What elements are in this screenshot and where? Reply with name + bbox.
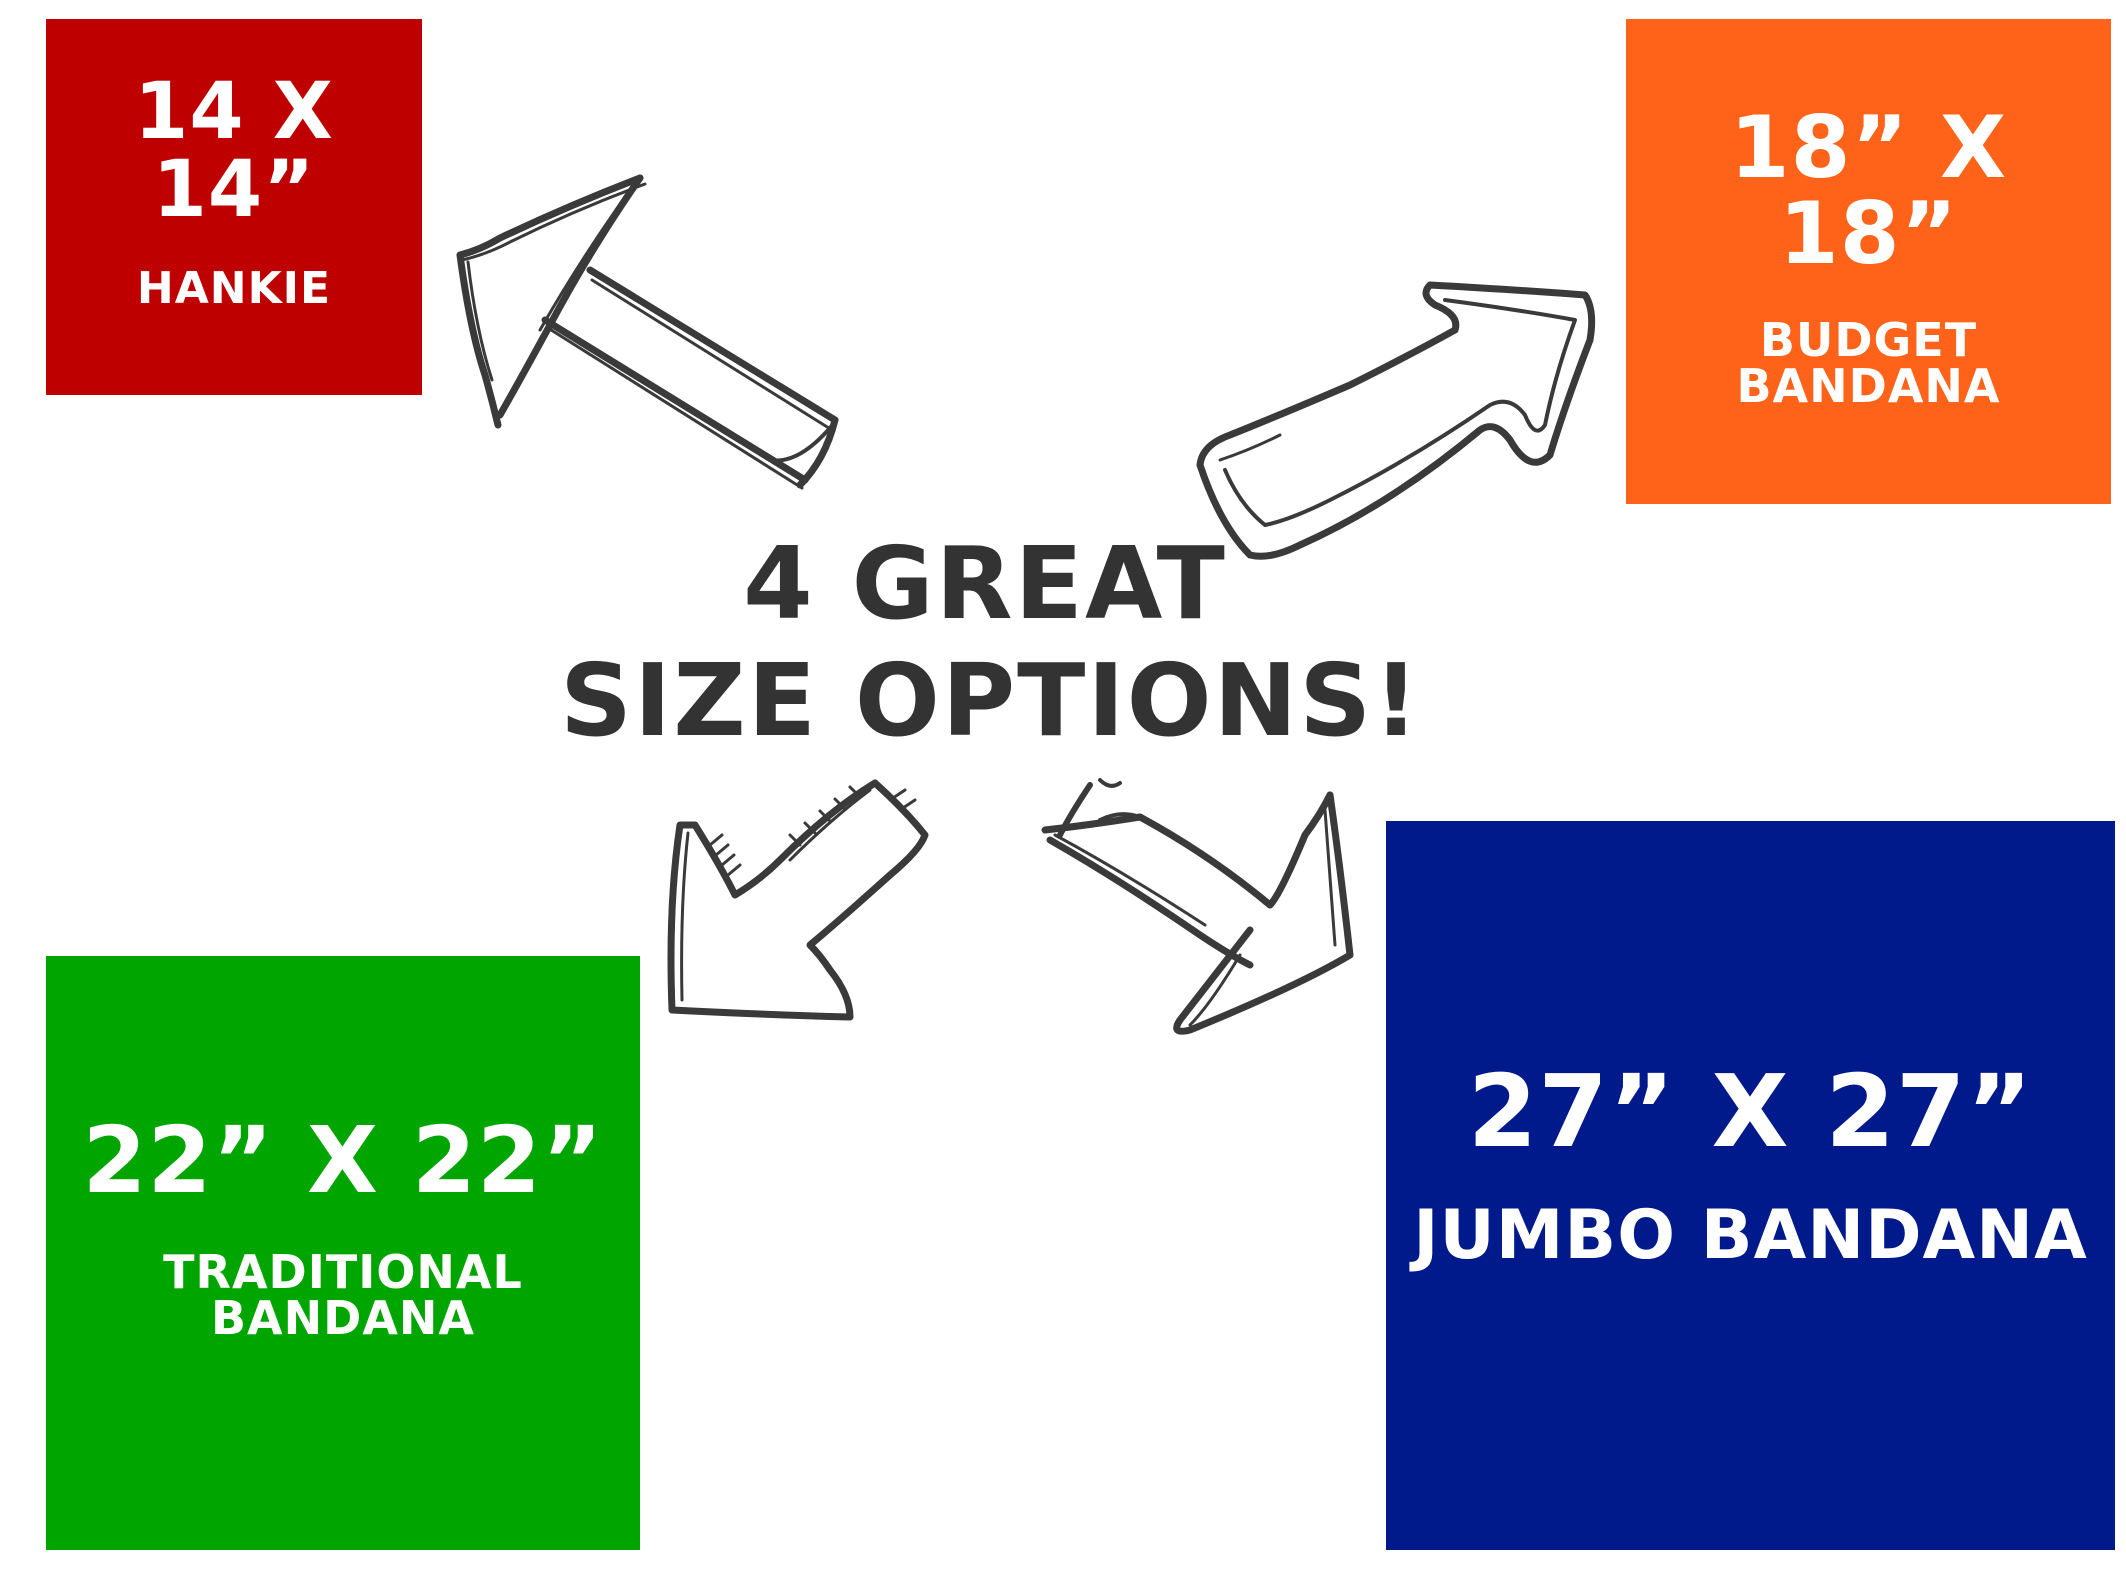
card-traditional-bandana: 22” X 22” TRADITIONAL BANDANA — [46, 956, 640, 1550]
arrow-down-left-icon — [667, 779, 929, 1021]
jumbo-name: JUMBO BANDANA — [1413, 1195, 2088, 1275]
card-jumbo-bandana: 27” X 27” JUMBO BANDANA — [1386, 821, 2115, 1550]
arrow-up-left-icon — [456, 174, 839, 490]
traditional-name: TRADITIONAL BANDANA — [163, 1245, 523, 1345]
arrow-up-right-icon — [1196, 281, 1596, 560]
jumbo-size: 27” X 27” — [1467, 1052, 2034, 1170]
card-hankie: 14 X 14” HANKIE — [46, 19, 422, 395]
headline-line-1: 4 GREAT — [743, 525, 1227, 642]
hankie-size: 14 X 14” — [134, 67, 334, 235]
hankie-name: HANKIE — [136, 263, 332, 314]
headline: 4 GREAT SIZE OPTIONS! — [560, 525, 1421, 759]
budget-size: 18” X 18” — [1729, 97, 2008, 284]
headline-line-2: SIZE OPTIONS! — [560, 642, 1421, 759]
card-budget-bandana: 18” X 18” BUDGET BANDANA — [1626, 19, 2111, 504]
traditional-size: 22” X 22” — [82, 1107, 604, 1214]
arrow-down-right-icon — [1041, 778, 1354, 1035]
budget-name: BUDGET BANDANA — [1736, 312, 2001, 413]
